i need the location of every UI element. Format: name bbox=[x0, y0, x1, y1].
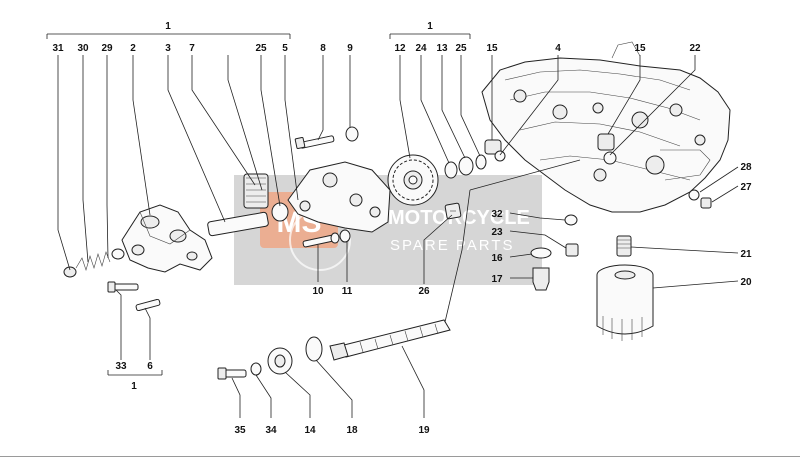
callout-22: 22 bbox=[689, 43, 701, 54]
oil-strainer bbox=[217, 319, 451, 380]
callout-16: 16 bbox=[491, 253, 503, 264]
leader-lines bbox=[57, 55, 739, 418]
callout-34: 34 bbox=[265, 425, 277, 436]
callout-23: 23 bbox=[491, 227, 503, 238]
callout-15-right: 15 bbox=[634, 43, 646, 54]
callout-33: 33 bbox=[115, 361, 127, 372]
oil-filter bbox=[596, 264, 654, 341]
callout-5: 5 bbox=[282, 43, 288, 54]
bolt-8 bbox=[294, 126, 359, 150]
group-label-1-bottom: 1 bbox=[131, 381, 137, 392]
footer-divider bbox=[0, 456, 800, 457]
callout-20: 20 bbox=[740, 277, 752, 288]
watermark-line1: MOTORCYCLE bbox=[388, 207, 530, 229]
callout-29: 29 bbox=[101, 43, 113, 54]
callout-14: 14 bbox=[304, 425, 316, 436]
callout-31: 31 bbox=[52, 43, 64, 54]
small-parts-28-27 bbox=[688, 189, 712, 209]
callout-13: 13 bbox=[436, 43, 448, 54]
callout-26: 26 bbox=[418, 286, 430, 297]
callout-2: 2 bbox=[130, 43, 136, 54]
group-bracket-middle: 1 bbox=[389, 21, 471, 39]
callout-6: 6 bbox=[147, 361, 153, 372]
callout-15-left: 15 bbox=[486, 43, 498, 54]
callout-35: 35 bbox=[234, 425, 246, 436]
bushing-15-right bbox=[597, 133, 617, 165]
pump-cover bbox=[287, 161, 391, 233]
bushing-15-left bbox=[484, 139, 506, 162]
callout-25-middle: 25 bbox=[455, 43, 467, 54]
drive-gear bbox=[387, 154, 439, 206]
callout-7: 7 bbox=[189, 43, 195, 54]
callout-28: 28 bbox=[740, 162, 752, 173]
plug-parts bbox=[530, 214, 579, 291]
callout-24: 24 bbox=[415, 43, 427, 54]
group-bracket-left: 1 bbox=[46, 21, 291, 39]
callout-19: 19 bbox=[418, 425, 430, 436]
pressure-switch bbox=[444, 202, 462, 220]
relief-spring bbox=[63, 248, 125, 278]
filter-nipple bbox=[616, 235, 632, 257]
group-bracket-bottom: 1 bbox=[107, 370, 163, 392]
callout-3: 3 bbox=[165, 43, 171, 54]
pump-gear-shaft bbox=[207, 173, 289, 237]
pump-screws bbox=[107, 281, 161, 312]
callout-18: 18 bbox=[346, 425, 358, 436]
callout-11: 11 bbox=[342, 286, 353, 297]
callout-21: 21 bbox=[740, 249, 752, 260]
washer-stack bbox=[444, 154, 487, 179]
callout-labels: 31 30 29 2 3 7 25 5 8 9 12 24 13 25 15 4… bbox=[52, 43, 752, 436]
callout-8: 8 bbox=[320, 43, 326, 54]
callout-17: 17 bbox=[491, 274, 503, 285]
callout-10: 10 bbox=[312, 286, 324, 297]
callout-12: 12 bbox=[394, 43, 406, 54]
callout-9: 9 bbox=[347, 43, 353, 54]
callout-27: 27 bbox=[740, 182, 752, 193]
group-label-1-middle: 1 bbox=[427, 21, 433, 32]
watermark-line2: SPARE PARTS bbox=[390, 237, 515, 254]
callout-30: 30 bbox=[77, 43, 89, 54]
callout-25-left: 25 bbox=[255, 43, 267, 54]
callout-4: 4 bbox=[555, 43, 561, 54]
bolt-10 bbox=[302, 229, 351, 248]
group-label-1-left: 1 bbox=[165, 21, 171, 32]
callout-32: 32 bbox=[491, 209, 503, 220]
oil-pump-body bbox=[121, 204, 213, 273]
